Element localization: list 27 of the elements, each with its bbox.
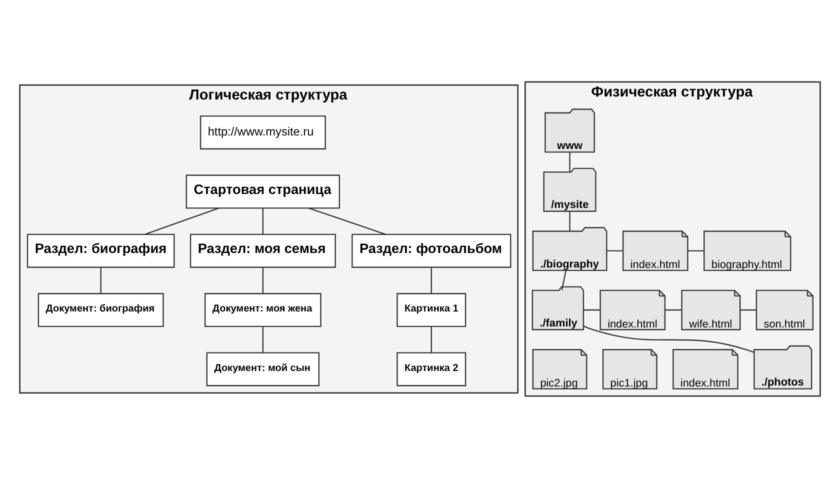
connector — [606, 250, 623, 251]
connector — [262, 208, 264, 234]
connector — [740, 308, 756, 310]
node-box: Документ: биография — [38, 292, 164, 326]
connector — [430, 326, 432, 352]
node-box: http://www.mysite.ru — [200, 114, 326, 149]
connector — [584, 308, 600, 310]
connector — [569, 210, 570, 230]
connector — [308, 207, 386, 234]
connector — [688, 250, 704, 251]
node-box: Картинка 1 — [396, 292, 466, 326]
node-box: Картинка 2 — [396, 352, 466, 386]
connector — [569, 152, 570, 172]
connector — [262, 326, 264, 352]
node-box: Документ: мой сын — [206, 352, 320, 386]
node-box: Раздел: биография — [26, 233, 175, 268]
connector — [583, 325, 754, 352]
connector — [430, 266, 432, 293]
connector — [561, 270, 566, 290]
connector — [262, 266, 264, 293]
connector — [144, 207, 220, 234]
connector — [665, 308, 682, 310]
connector — [100, 266, 102, 293]
node-box: Стартовая страница — [186, 174, 340, 208]
node-box: Раздел: фотоальбом — [352, 233, 512, 268]
node-box: Раздел: моя семья — [190, 233, 336, 268]
node-box: Документ: моя жена — [204, 292, 322, 326]
